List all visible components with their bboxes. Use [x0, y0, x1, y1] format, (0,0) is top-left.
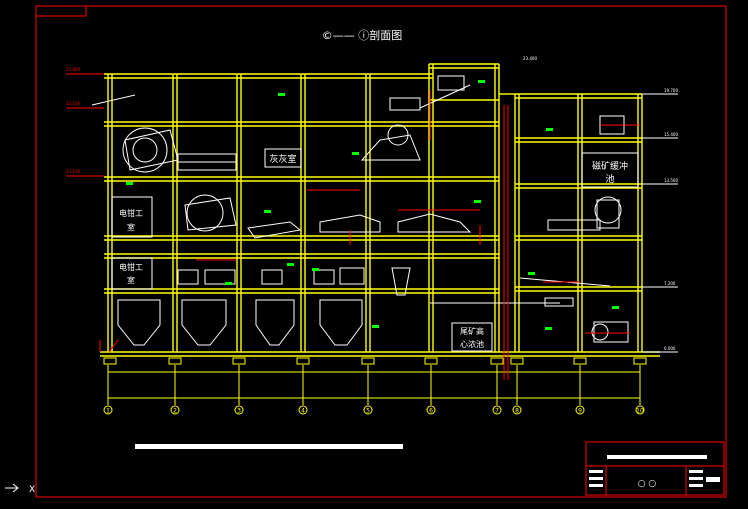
ball-mill-2	[186, 194, 224, 232]
electric-room-label-2b: 室	[127, 275, 135, 285]
frame-corner-box	[35, 5, 87, 17]
svg-text:1: 1	[106, 408, 110, 415]
hopper-3	[255, 299, 295, 346]
axis-bubble: 3	[234, 405, 244, 415]
mag-tank-label-1: 磁矿缓冲	[592, 160, 628, 172]
dimension-markers	[99, 90, 640, 380]
ball-mill-1	[122, 127, 168, 173]
electric-room-label-2a: 电钳工	[119, 262, 143, 272]
elevation-label: 0.000	[664, 346, 676, 351]
hopper-1	[117, 299, 161, 346]
elevation-label: 15.400	[664, 132, 678, 137]
elevation-label: 7.200	[664, 281, 676, 286]
elevation-label: 13.500	[664, 178, 678, 183]
elevation-label: 19.700	[664, 88, 678, 93]
axis-bubble: 9	[575, 405, 585, 415]
title-block-circles: ○ ○	[638, 479, 657, 489]
svg-text:6: 6	[429, 408, 433, 415]
building-structure	[100, 63, 660, 357]
tailings-pool-label-2: 心浓池	[460, 339, 484, 349]
drawing-title: ©—— ⓘ剖面图	[322, 28, 403, 42]
cursor-x-label: X	[29, 485, 35, 495]
elevation-label: 23.400	[66, 67, 80, 72]
drawing-frame	[35, 5, 727, 498]
scale-bar	[135, 444, 403, 449]
elevation-label: 22.100	[66, 101, 80, 106]
ucs-icon	[5, 483, 19, 493]
axis-bubbles: 1 2 3 4 5 6 7 8 9 10	[103, 405, 645, 415]
roof-elevation: 23.400	[523, 56, 537, 61]
svg-text:3: 3	[237, 408, 241, 415]
hopper-4	[319, 299, 363, 346]
axis-bubble: 1	[103, 405, 113, 415]
axis-bubble: 7	[492, 405, 502, 415]
svg-text:4: 4	[301, 408, 305, 415]
svg-text:9: 9	[578, 408, 582, 415]
lime-room-label: 灰灰室	[269, 153, 296, 165]
electric-room-label-1b: 室	[127, 222, 135, 232]
svg-text:7: 7	[495, 408, 499, 415]
electric-room-label-1a: 电钳工	[119, 208, 143, 218]
axis-bubble: 4	[298, 405, 308, 415]
svg-text:5: 5	[366, 408, 370, 415]
room-labels: 灰灰室 磁矿缓冲 池 电钳工 室 电钳工 室 尾矿高 心浓池	[111, 148, 639, 352]
svg-text:8: 8	[515, 408, 519, 415]
axis-bubble: 5	[363, 405, 373, 415]
axis-bubble: 6	[426, 405, 436, 415]
svg-text:2: 2	[173, 408, 177, 415]
hopper-2	[181, 299, 227, 346]
axis-bubble: 2	[170, 405, 180, 415]
callout-tags	[126, 80, 619, 330]
axis-bubble: 8	[512, 405, 522, 415]
mag-tank-label-2: 池	[605, 173, 614, 185]
elevation-marks-right: 19.700 15.400 13.500 7.200 0.000	[642, 88, 678, 353]
tailings-pool-label-1: 尾矿高	[460, 326, 484, 336]
elevation-marks-left: 23.400 22.100 13.100	[66, 67, 104, 177]
column-footings	[103, 357, 647, 365]
elevation-label: 13.100	[66, 169, 80, 174]
svg-text:10: 10	[636, 408, 644, 415]
title-block: ○ ○	[585, 441, 725, 496]
axis-dimension-line	[107, 365, 641, 405]
axis-bubble: 10	[635, 405, 645, 415]
